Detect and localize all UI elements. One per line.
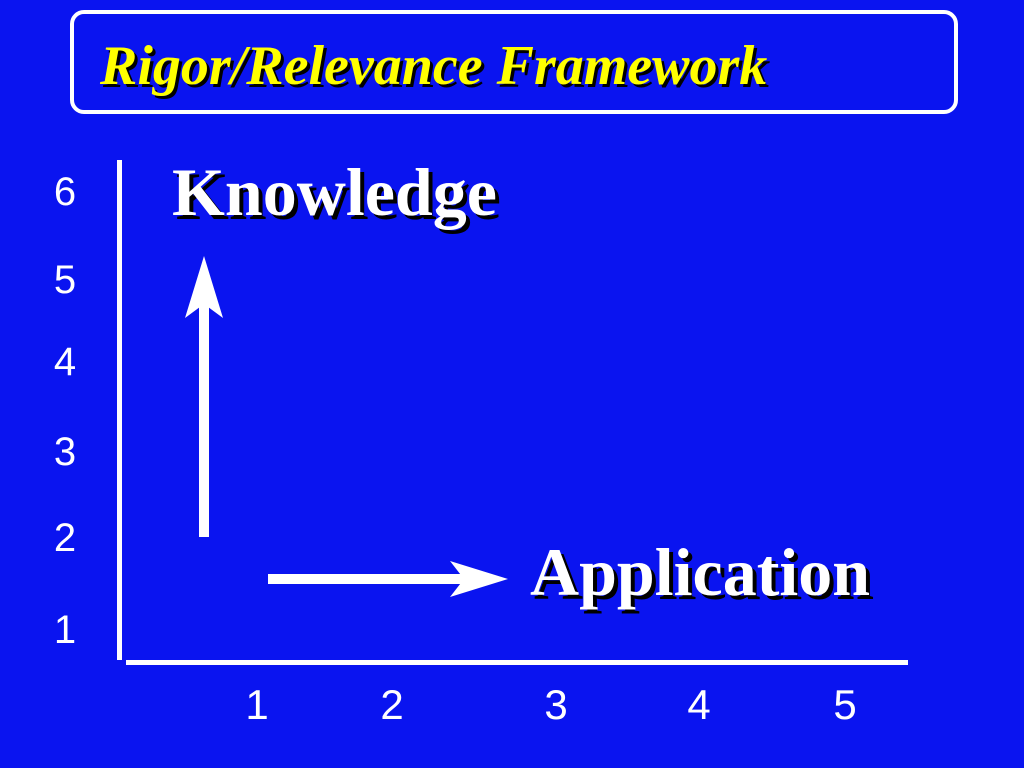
title-box: Rigor/Relevance Framework [70,10,958,114]
horizontal-axis-line [126,660,908,665]
y-tick-3: 3 [53,430,77,474]
y-tick-5: 5 [53,258,77,302]
x-tick-1: 1 [245,681,269,728]
right-arrow-icon [268,561,508,597]
vertical-axis-line [117,160,122,660]
y-tick-2: 2 [53,516,77,560]
x-tick-5: 5 [833,681,857,728]
y-tick-1: 1 [53,608,77,652]
x-tick-2: 2 [380,681,404,728]
application-label: Application [530,534,871,610]
x-tick-4: 4 [687,681,711,728]
knowledge-label: Knowledge [172,154,497,230]
slide-title: Rigor/Relevance Framework [100,35,768,97]
x-tick-3: 3 [544,681,568,728]
y-tick-4: 4 [53,340,77,384]
y-tick-6: 6 [53,170,77,214]
up-arrow-icon [185,256,223,537]
